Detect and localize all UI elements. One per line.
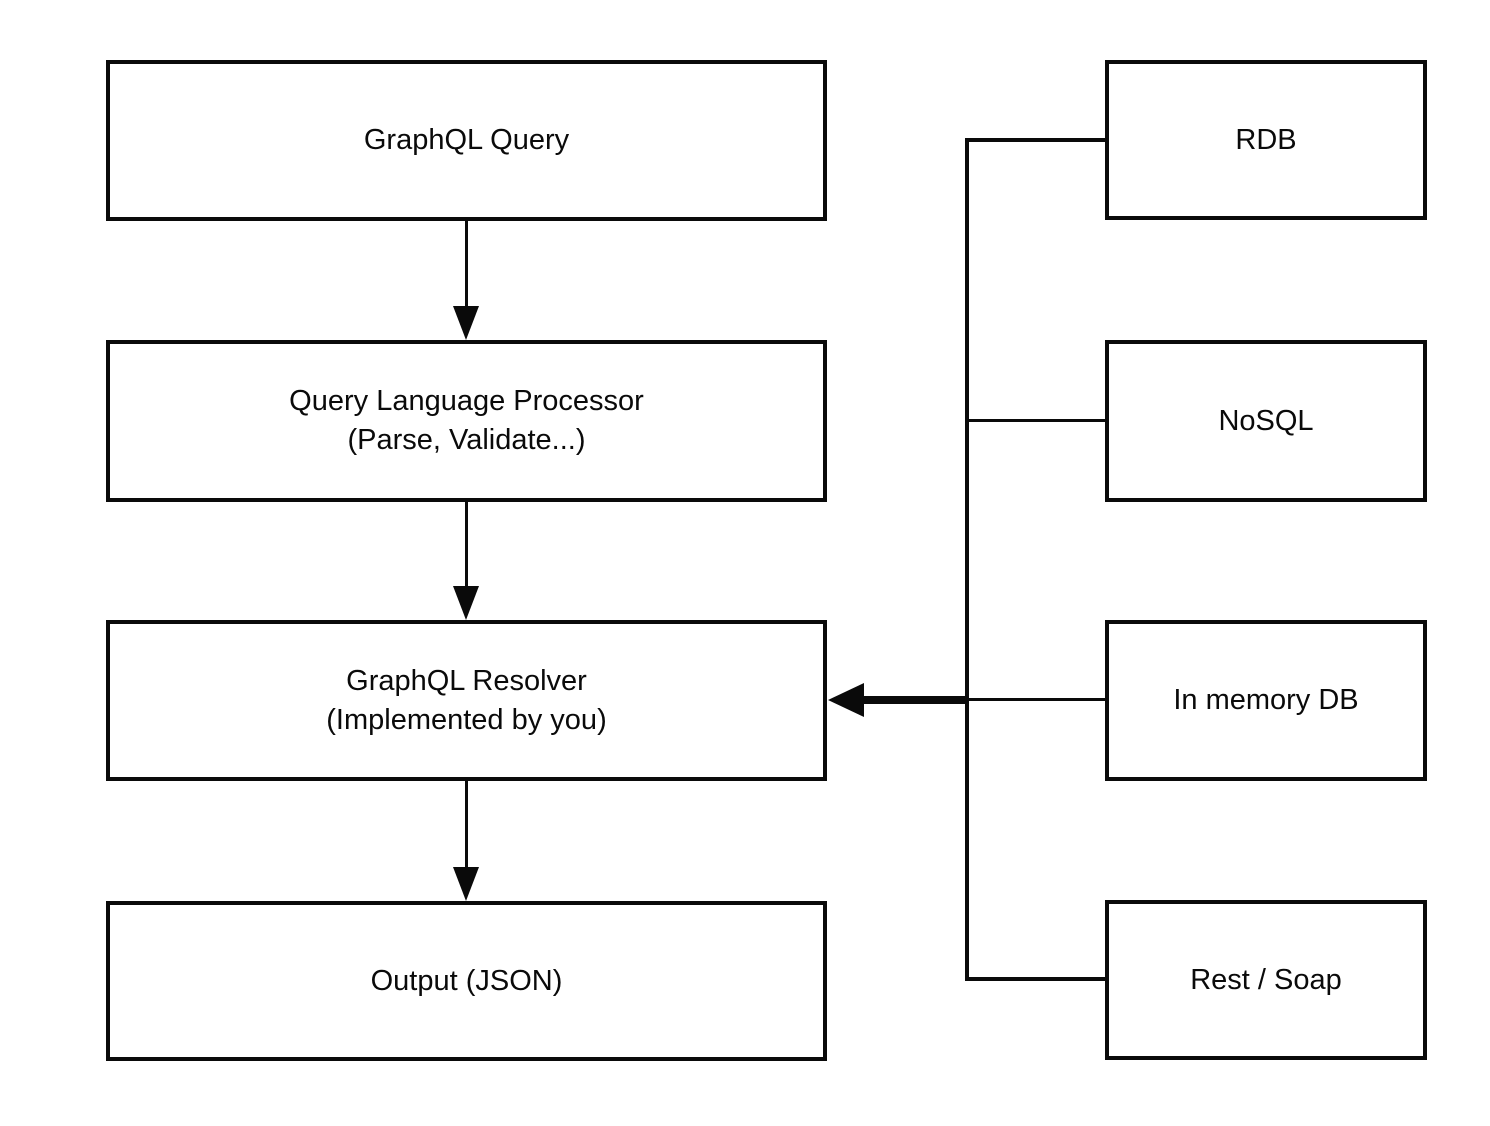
node-rdb: RDB bbox=[1105, 60, 1427, 220]
node-graphql-query-label: GraphQL Query bbox=[363, 124, 570, 156]
arrow-resolver-to-output-shaft bbox=[465, 781, 468, 869]
node-rest-soap: Rest / Soap bbox=[1105, 900, 1427, 1060]
node-output-json: Output (JSON) bbox=[106, 901, 827, 1061]
arrow-resolver-to-output-head-icon bbox=[453, 867, 479, 901]
arrow-sources-to-resolver-head-icon bbox=[828, 683, 864, 717]
node-nosql-label: NoSQL bbox=[1218, 404, 1314, 437]
node-rest-soap-label: Rest / Soap bbox=[1190, 963, 1342, 996]
arrow-sources-to-resolver-shaft bbox=[862, 696, 969, 704]
sources-trunk-line bbox=[965, 138, 969, 981]
node-nosql: NoSQL bbox=[1105, 340, 1427, 502]
arrow-processor-to-resolver-shaft bbox=[465, 502, 468, 588]
node-graphql-resolver-sublabel: (Implemented by you) bbox=[326, 703, 607, 736]
node-output-json-label: Output (JSON) bbox=[370, 964, 563, 997]
node-query-language-processor-label: Query Language Processor bbox=[289, 385, 644, 417]
connector-rdb bbox=[965, 138, 1105, 142]
connector-in-memory-db bbox=[968, 698, 1105, 701]
node-in-memory-db: In memory DB bbox=[1105, 620, 1427, 781]
node-in-memory-db-label: In memory DB bbox=[1173, 684, 1359, 716]
arrow-processor-to-resolver-head-icon bbox=[453, 586, 479, 620]
node-query-language-processor-sublabel: (Parse, Validate...) bbox=[347, 424, 586, 456]
node-rdb-label: RDB bbox=[1235, 123, 1297, 156]
connector-rest-soap bbox=[965, 977, 1105, 981]
node-graphql-resolver: GraphQL Resolver (Implemented by you) bbox=[106, 620, 827, 781]
arrow-query-to-processor-head-icon bbox=[453, 306, 479, 340]
connector-nosql bbox=[968, 419, 1105, 422]
node-graphql-query: GraphQL Query bbox=[106, 60, 827, 221]
arrow-query-to-processor-shaft bbox=[465, 221, 468, 308]
node-query-language-processor: Query Language Processor (Parse, Validat… bbox=[106, 340, 827, 502]
node-graphql-resolver-label: GraphQL Resolver bbox=[346, 664, 587, 697]
